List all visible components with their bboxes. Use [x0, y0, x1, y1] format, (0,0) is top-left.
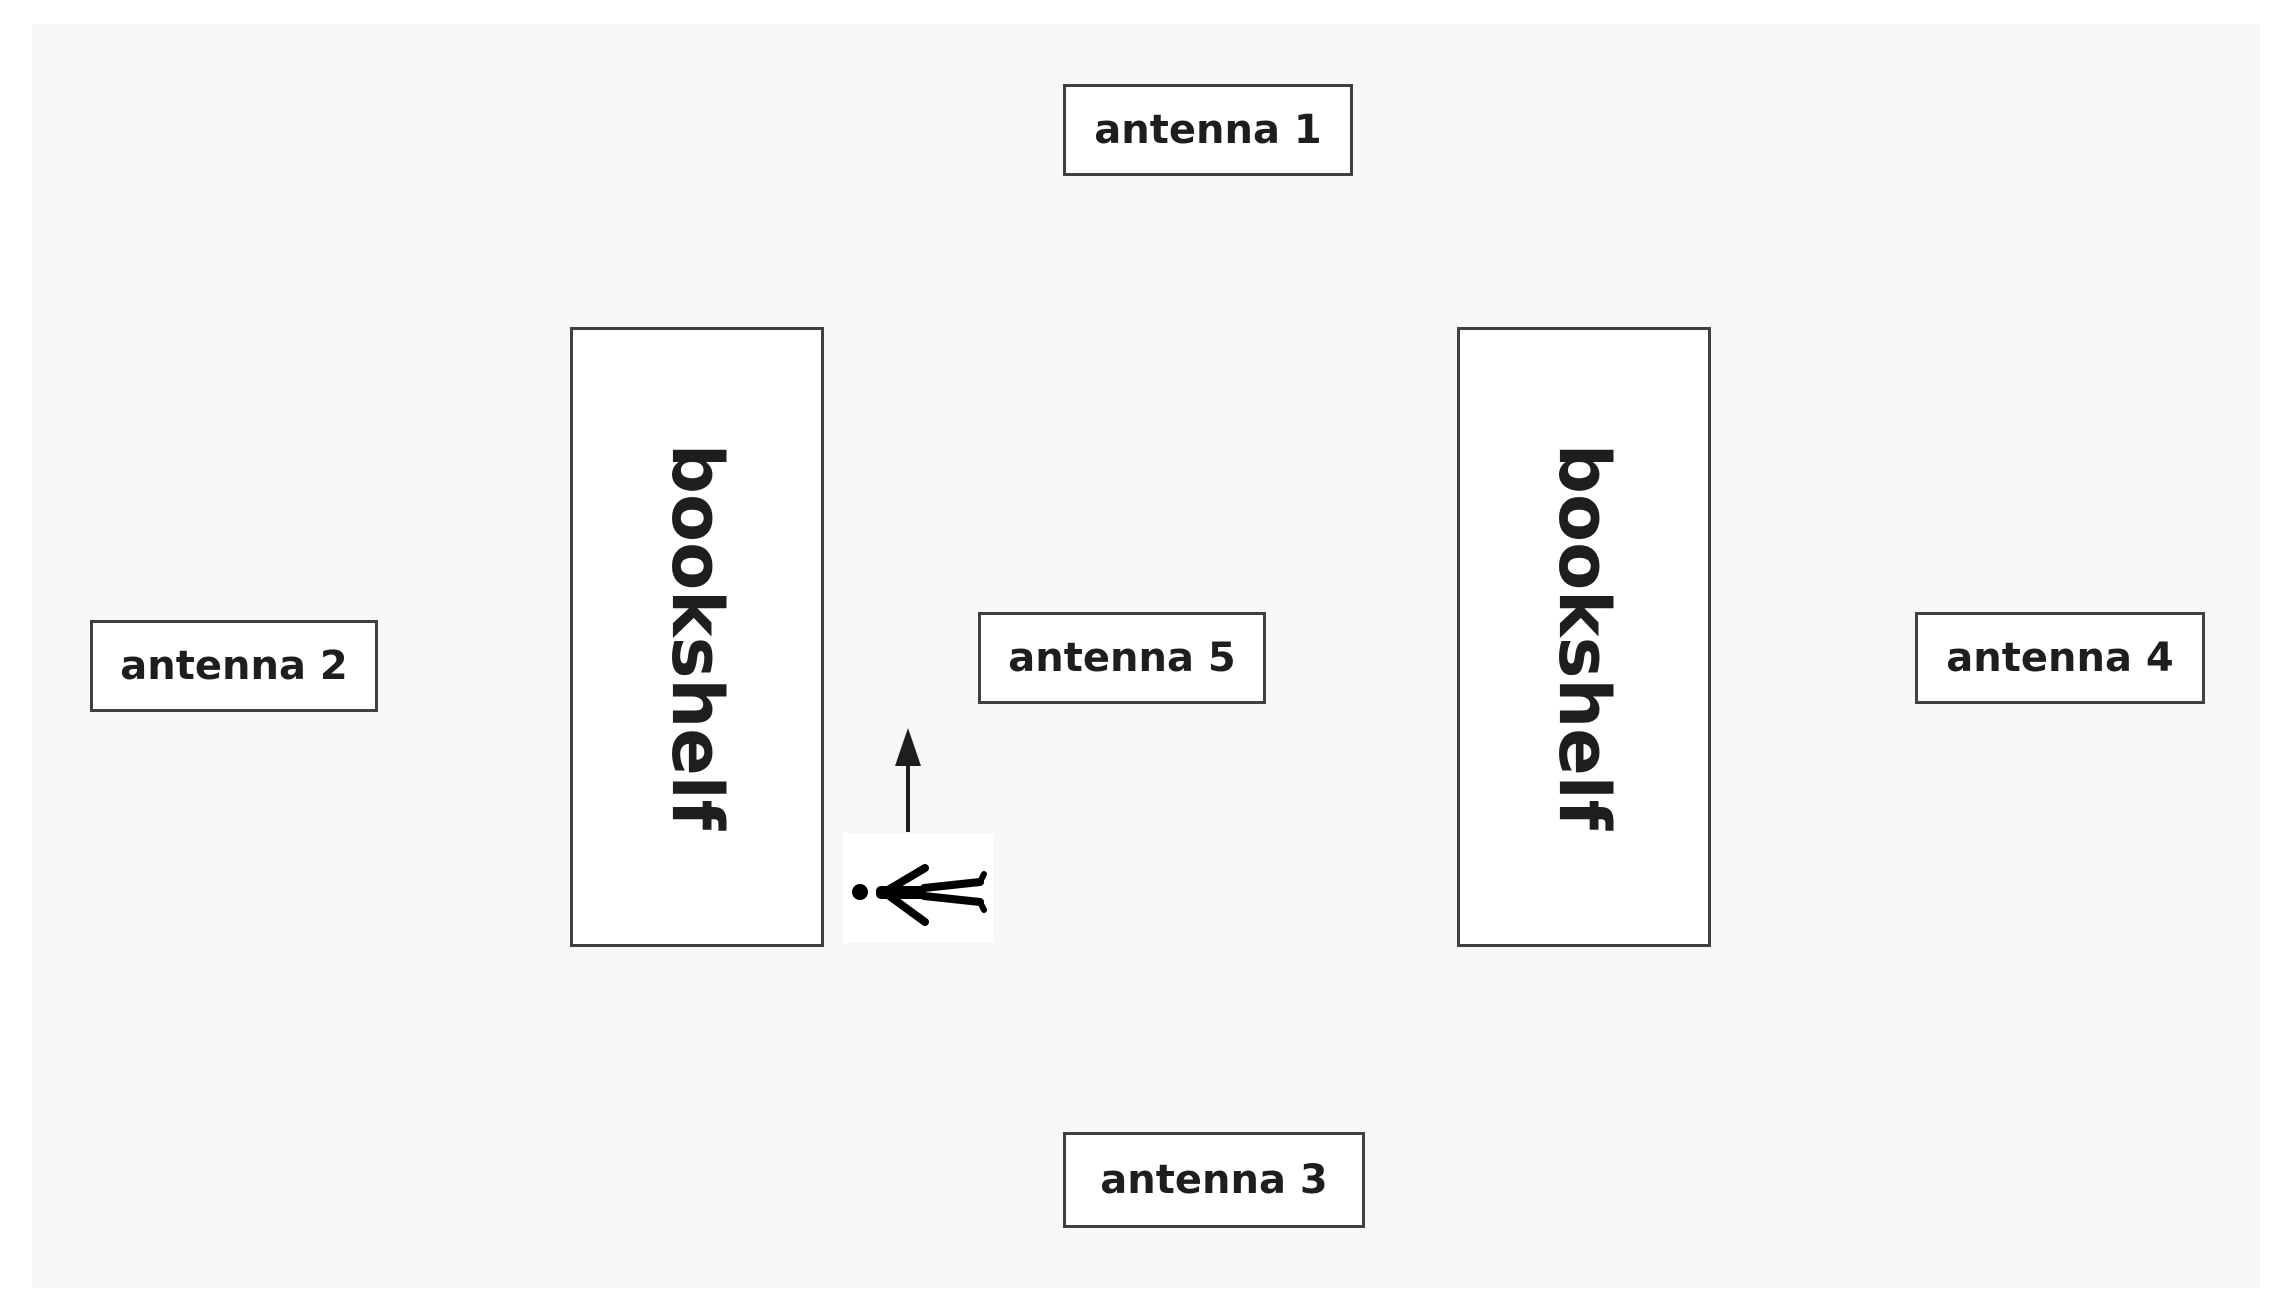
antenna-1: antenna 1 [1063, 84, 1353, 176]
antenna-2: antenna 2 [90, 620, 378, 712]
antenna-5: antenna 5 [978, 612, 1266, 704]
antenna-3: antenna 3 [1063, 1132, 1365, 1228]
antenna-5-label: antenna 5 [1008, 635, 1236, 681]
bookshelf-left: bookshelf [570, 327, 824, 947]
antenna-1-label: antenna 1 [1094, 107, 1322, 153]
up-arrow-icon [895, 728, 921, 832]
antenna-4: antenna 4 [1915, 612, 2205, 704]
antenna-2-label: antenna 2 [120, 643, 348, 689]
antenna-3-label: antenna 3 [1100, 1157, 1328, 1203]
bookshelf-right: bookshelf [1457, 327, 1711, 947]
antenna-4-label: antenna 4 [1946, 635, 2174, 681]
person-icon [852, 864, 987, 926]
